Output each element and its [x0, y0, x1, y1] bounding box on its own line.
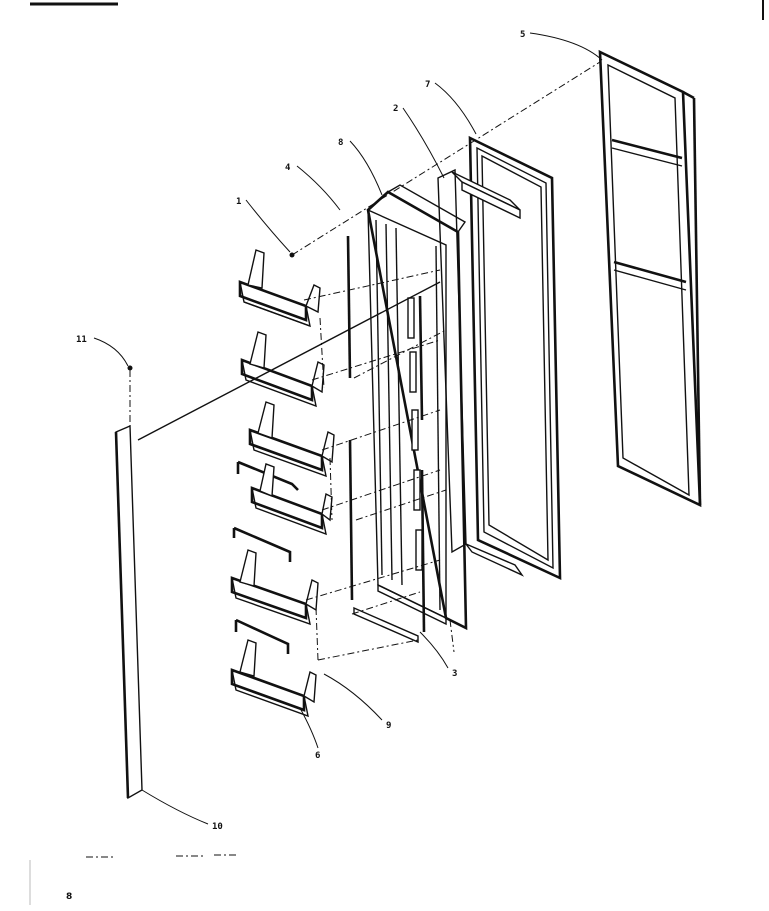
callout-9: 9	[386, 721, 391, 731]
side-rails	[346, 235, 426, 633]
door-bin-2	[240, 331, 325, 408]
callout-10: 10	[212, 822, 223, 832]
door-bin-1	[238, 249, 321, 328]
callout-3: 3	[452, 669, 457, 679]
callout-8: 8	[338, 138, 343, 148]
door-bin-3	[248, 401, 335, 478]
part-9-shelf-rails	[232, 460, 419, 654]
callout-4: 4	[285, 163, 291, 173]
part-10-trim-strip	[114, 424, 143, 800]
inner-door-liner	[366, 184, 468, 631]
assembly-lines	[129, 61, 601, 661]
callout-6: 6	[315, 751, 320, 761]
callout-5: 5	[520, 30, 525, 40]
callout-1: 1	[236, 197, 241, 207]
door-bin-6	[230, 639, 317, 718]
door-bin-5	[230, 549, 319, 626]
door-bin-4	[250, 463, 333, 536]
scan-marks	[29, 854, 238, 905]
part-11-screw	[127, 365, 133, 371]
callout-11: 11	[76, 335, 87, 345]
part-2-liner-panel	[437, 168, 525, 577]
part-5-door-frame	[598, 49, 702, 508]
leader-lines	[93, 32, 603, 825]
page-number: 8	[66, 892, 72, 902]
part-7-gasket	[468, 135, 562, 581]
callout-2: 2	[393, 104, 398, 114]
callout-7: 7	[425, 80, 430, 90]
door-bins	[230, 249, 335, 718]
